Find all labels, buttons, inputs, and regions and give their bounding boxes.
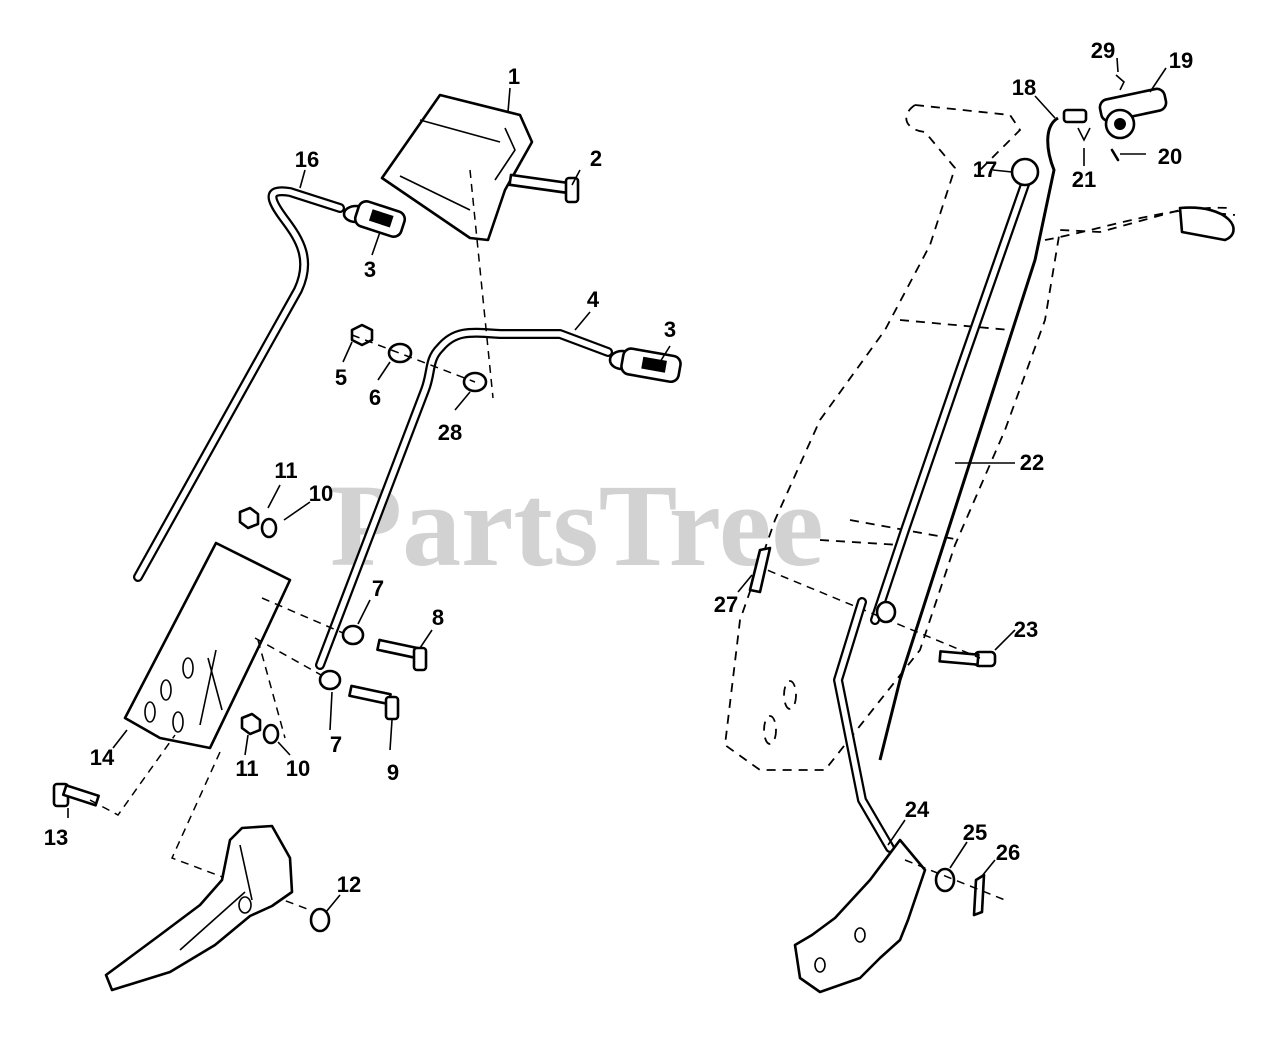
part-pin-27 (748, 546, 772, 594)
callout-layer (67, 57, 1167, 913)
callout-9: 9 (387, 760, 399, 785)
callout-28: 28 (438, 420, 462, 445)
part-bolt-9 (348, 684, 400, 721)
callout-26: 26 (996, 840, 1020, 865)
callout-27: 27 (714, 592, 738, 617)
part-knob-17 (1010, 157, 1040, 187)
part-clip-26 (972, 873, 986, 917)
callout-23: 23 (1014, 617, 1038, 642)
callout-20: 20 (1158, 144, 1182, 169)
part-grip-lower (608, 347, 682, 384)
part-right-handle (315, 327, 613, 670)
callout-labels: 1 2 3 3 4 5 6 7 7 8 9 10 10 11 11 12 13 … (44, 38, 1193, 897)
part-left-handle (133, 186, 345, 582)
part-washer-6 (387, 342, 413, 364)
callout-7-top: 7 (372, 576, 384, 601)
callout-4: 4 (587, 287, 600, 312)
part-bolt-2 (508, 173, 580, 204)
part-clip-12 (309, 907, 331, 933)
callout-7-bottom: 7 (330, 732, 342, 757)
callout-14: 14 (90, 745, 115, 770)
part-control-cable (870, 116, 1059, 761)
part-grip-upper (342, 200, 407, 238)
callout-22: 22 (1020, 450, 1044, 475)
callout-29: 29 (1091, 38, 1115, 63)
callout-1: 1 (508, 64, 520, 89)
part-nut-11-top (238, 506, 260, 530)
callout-2: 2 (590, 146, 602, 171)
callout-13: 13 (44, 825, 68, 850)
part-right-grip (1178, 206, 1235, 242)
callout-17: 17 (973, 157, 997, 182)
callout-19: 19 (1169, 48, 1193, 73)
part-mount-plate (123, 541, 292, 750)
callout-16: 16 (295, 147, 319, 172)
callout-18: 18 (1012, 75, 1036, 100)
part-washer-10-top (260, 517, 278, 539)
callout-12: 12 (337, 872, 361, 897)
callout-10-bottom: 10 (286, 756, 310, 781)
part-lever-rod (833, 597, 897, 853)
callout-8: 8 (432, 605, 444, 630)
callout-5: 5 (335, 365, 347, 390)
part-washer-7-top (341, 624, 365, 646)
part-bolt-13 (52, 782, 100, 808)
callout-25: 25 (963, 820, 987, 845)
part-shield-plate (380, 93, 534, 242)
callout-24: 24 (905, 797, 930, 822)
part-bolt-23 (938, 650, 997, 668)
part-frame-bracket-right (793, 838, 927, 994)
part-washer-7-bottom (318, 669, 342, 691)
part-nut-11-bottom (240, 712, 262, 736)
part-washer-25 (934, 867, 956, 893)
part-washer-10-bottom (262, 723, 280, 745)
callout-11-bottom: 11 (235, 756, 258, 781)
callout-10-top: 10 (309, 481, 333, 506)
part-bolt-8 (376, 638, 428, 672)
callout-3-upper: 3 (364, 257, 376, 282)
callout-11-top: 11 (274, 458, 297, 483)
watermark: PartsTree (330, 460, 824, 591)
callout-6: 6 (369, 385, 381, 410)
callout-3-lower: 3 (664, 317, 676, 342)
part-throttle-control (1062, 74, 1168, 162)
part-frame-bracket-left (104, 824, 294, 992)
callout-21: 21 (1072, 167, 1096, 192)
part-ghost-housing (724, 104, 1236, 771)
